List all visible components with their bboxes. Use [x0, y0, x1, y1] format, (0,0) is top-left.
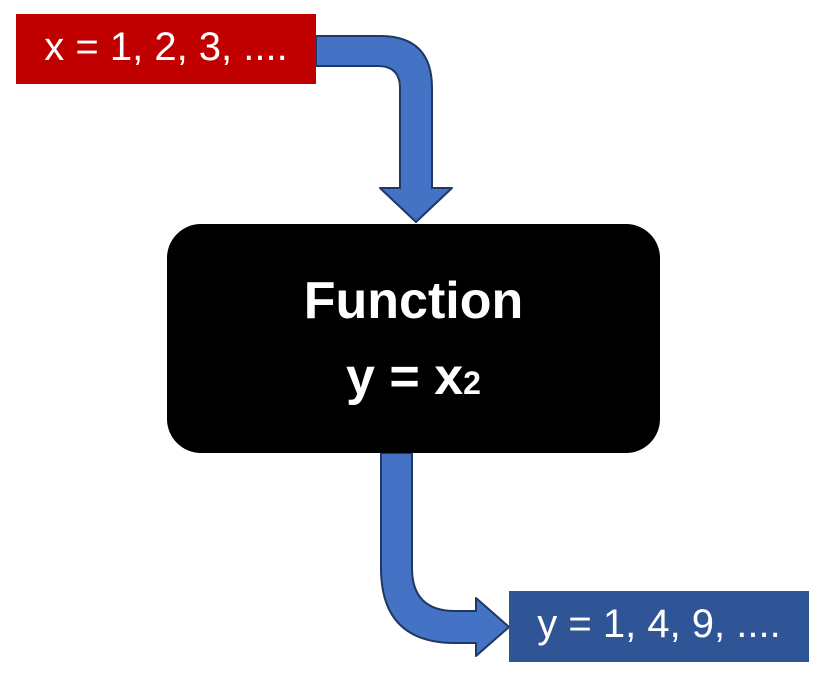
function-equation-base: y = x — [346, 347, 464, 406]
input-values-label: x = 1, 2, 3, .... — [44, 24, 288, 69]
function-title: Function — [303, 271, 524, 330]
function-to-output-arrow — [380, 452, 510, 657]
output-values-box: y = 1, 4, 9, .... — [509, 591, 809, 662]
input-values-box: x = 1, 2, 3, .... — [16, 14, 316, 84]
output-values-label: y = 1, 4, 9, .... — [537, 602, 781, 646]
input-to-function-arrow — [315, 35, 453, 223]
